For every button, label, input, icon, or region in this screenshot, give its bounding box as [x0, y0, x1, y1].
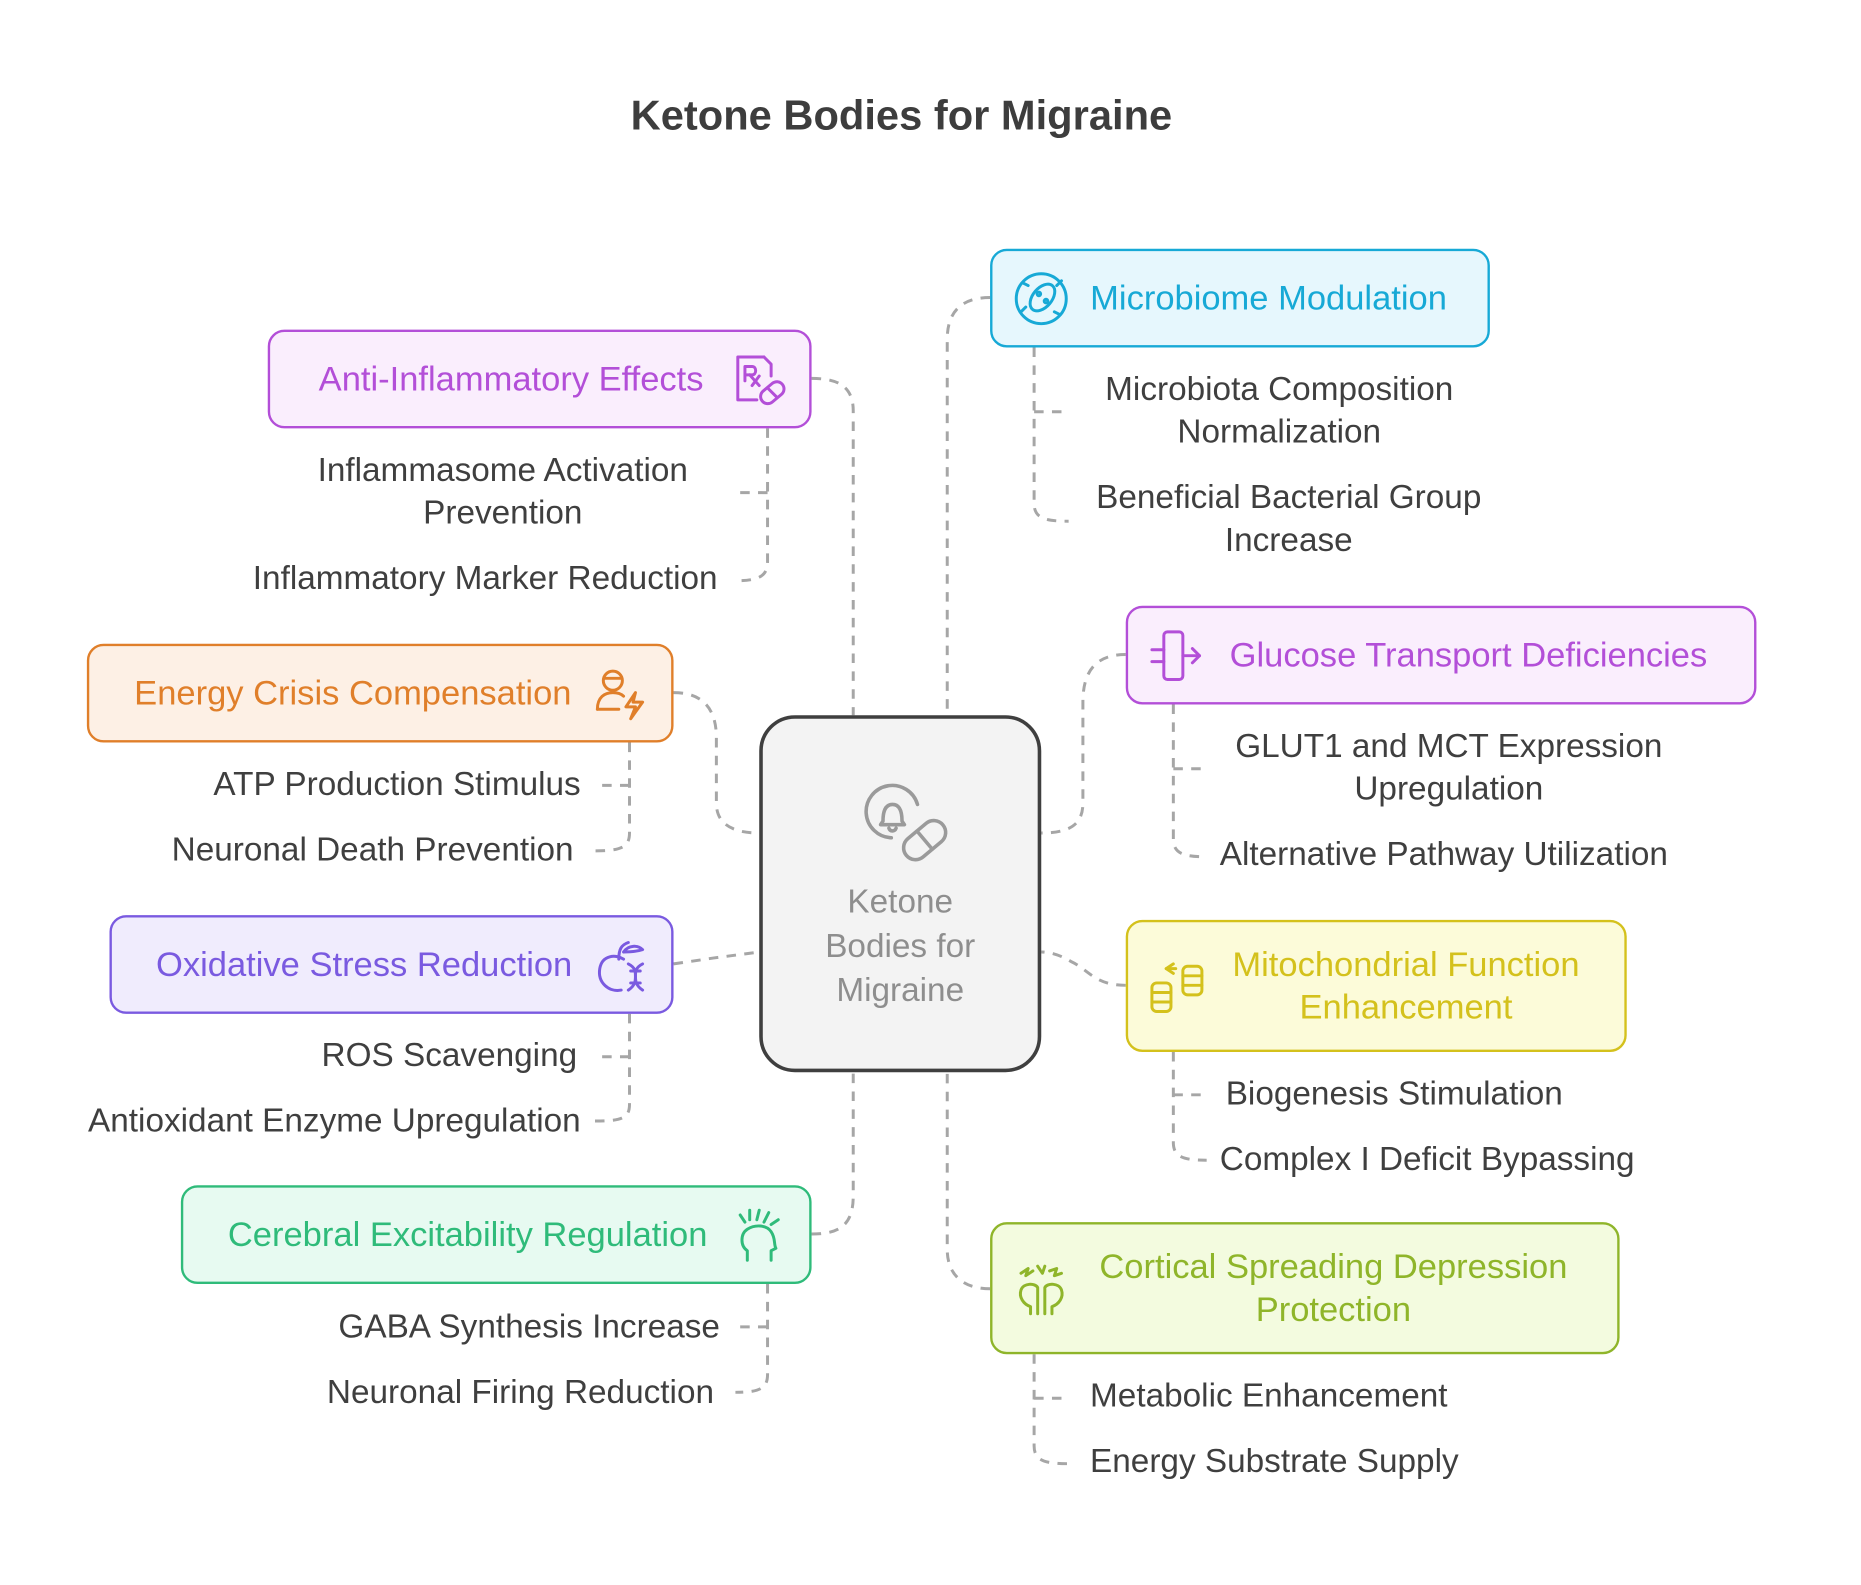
- list-item: Alternative Pathway Utilization: [1219, 835, 1668, 873]
- branch-title: Energy Crisis Compensation: [134, 674, 572, 713]
- head-sparks-icon: [728, 1205, 788, 1265]
- connector-oxid: [673, 950, 760, 966]
- branch-mitochondrial: Mitochondrial Function Enhancement: [1125, 919, 1627, 1052]
- list-item: GLUT1 and MCT Expression Upregulation: [1235, 727, 1663, 807]
- branch-title: Glucose Transport Deficiencies: [1229, 636, 1708, 675]
- list-item: Beneficial Bacterial Group Increase: [1096, 478, 1482, 559]
- connector-anti: [811, 376, 855, 716]
- database-exchange-icon: [1147, 956, 1207, 1016]
- branch-title: Mitochondrial Function Enhancement: [1232, 945, 1580, 1027]
- list-item: Biogenesis Stimulation: [1225, 1074, 1563, 1112]
- bell-pill-icon: [863, 781, 953, 871]
- list-item: Metabolic Enhancement: [1090, 1376, 1448, 1414]
- prescription-pill-icon: [728, 349, 788, 409]
- apple-dna-icon: [593, 935, 653, 995]
- list-item: ROS Scavenging: [321, 1036, 578, 1074]
- list-item: Microbiota Composition Normalization: [1105, 370, 1454, 450]
- branch-title: Cortical Spreading Depression Protection: [1099, 1247, 1568, 1329]
- branch-oxidative-stress: Oxidative Stress Reduction: [109, 915, 674, 1014]
- bacteria-icon: [1012, 268, 1071, 328]
- list-item: Antioxidant Enzyme Upregulation: [88, 1101, 581, 1139]
- list-item: Neuronal Firing Reduction: [326, 1373, 715, 1411]
- list-item: Complex I Deficit Bypassing: [1219, 1140, 1635, 1177]
- connector-gluc: [1041, 653, 1126, 835]
- list-item: Inflammasome Activation Prevention: [317, 451, 688, 531]
- two-heads-sparks-icon: [1012, 1258, 1071, 1318]
- branch-glucose-transport: Glucose Transport Deficiencies: [1125, 605, 1757, 705]
- connector-cort: [945, 1072, 991, 1291]
- branch-title: Cerebral Excitability Regulation: [227, 1215, 708, 1254]
- connector-cereb: [811, 1072, 855, 1236]
- connector-energy: [673, 691, 760, 835]
- branch-title: Anti-Inflammatory Effects: [318, 359, 704, 399]
- connector-mito: [1041, 950, 1126, 987]
- branch-title: Microbiome Modulation: [1090, 279, 1447, 318]
- transport-arrow-icon: [1147, 625, 1207, 685]
- branch-title: Oxidative Stress Reduction: [156, 945, 573, 984]
- list-item: Neuronal Death Prevention: [171, 830, 574, 868]
- branch-microbiome: Microbiome Modulation: [990, 248, 1490, 348]
- branch-anti-inflammatory: Anti-Inflammatory Effects: [267, 329, 812, 429]
- diagram-title: Ketone Bodies for Migraine: [630, 92, 1173, 140]
- person-lightning-icon: [593, 663, 653, 723]
- list-item: GABA Synthesis Increase: [338, 1307, 720, 1345]
- branch-cortical-spreading: Cortical Spreading Depression Protection: [990, 1222, 1620, 1355]
- list-item: ATP Production Stimulus: [213, 765, 581, 803]
- list-item: Energy Substrate Supply: [1090, 1442, 1459, 1480]
- branch-energy-crisis: Energy Crisis Compensation: [86, 643, 674, 743]
- branch-cerebral-excitability: Cerebral Excitability Regulation: [180, 1185, 812, 1285]
- connector-micro: [945, 296, 991, 716]
- list-item: Inflammatory Marker Reduction: [252, 559, 718, 597]
